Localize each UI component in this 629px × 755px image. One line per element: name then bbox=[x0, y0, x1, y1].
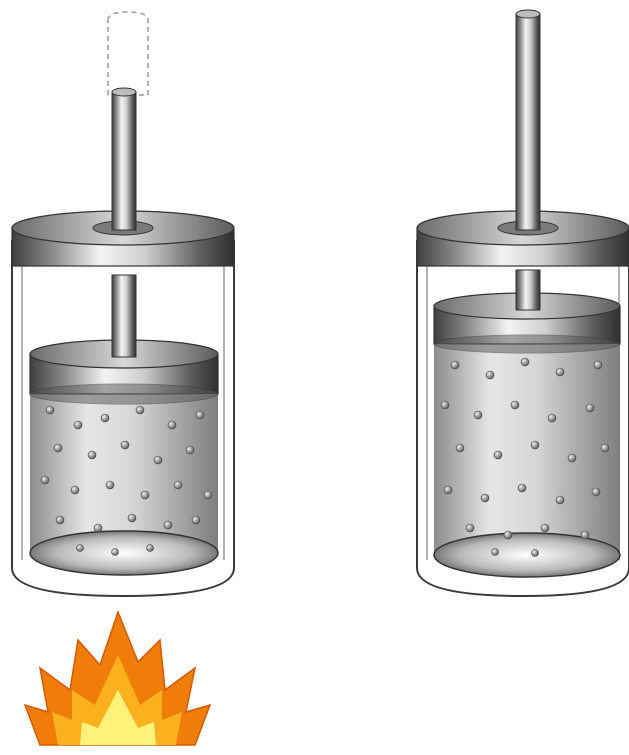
left-piston-rod-upper bbox=[112, 92, 136, 230]
left-gas-region bbox=[30, 395, 218, 553]
right-piston-rod-lower bbox=[516, 270, 540, 310]
right-cylinder bbox=[417, 10, 629, 596]
left-cylinder bbox=[12, 12, 234, 596]
left-container-bottom bbox=[30, 531, 218, 575]
left-piston-rod-lower bbox=[112, 275, 136, 357]
flame-icon bbox=[25, 612, 210, 745]
right-piston-rod-upper bbox=[516, 14, 540, 230]
right-container-bottom bbox=[434, 533, 620, 577]
left-rod-previous-position-outline bbox=[108, 12, 148, 95]
